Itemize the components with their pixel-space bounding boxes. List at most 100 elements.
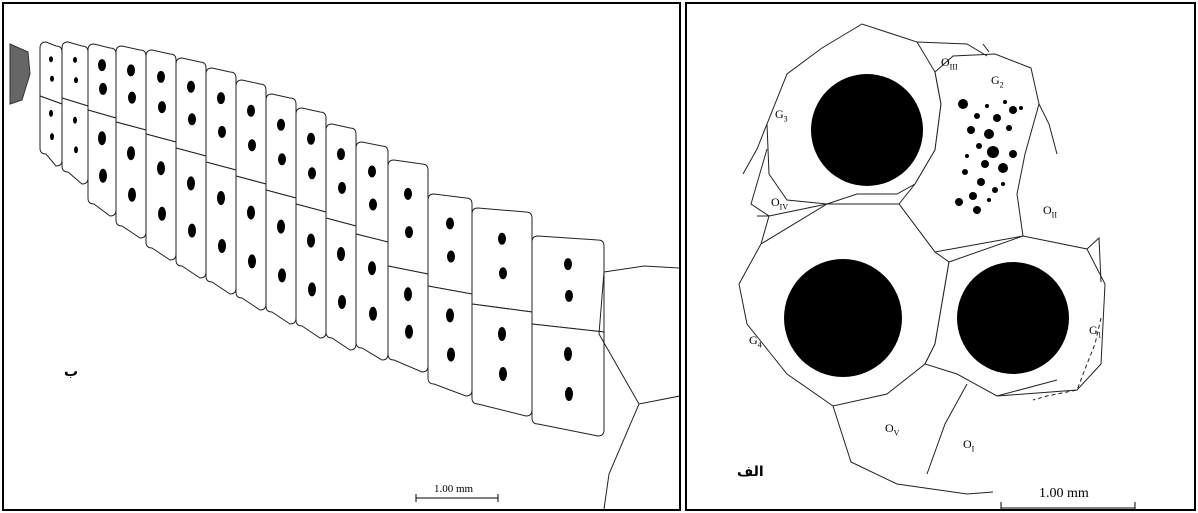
spot [49, 56, 53, 62]
panel-b: ب 1.00 mm [2, 2, 681, 511]
label-g2: G2 [991, 74, 1004, 89]
spot [498, 233, 506, 245]
spot [49, 110, 53, 117]
spot [50, 133, 54, 140]
cell-wall [532, 236, 604, 332]
label-g1: G1 [1089, 324, 1102, 339]
label-g3: G3 [775, 108, 788, 123]
granule [955, 198, 963, 206]
granule [962, 169, 968, 175]
panel-a: OIII G2 G3 OIV OII G1 G4 OV OI الف 1.00 … [685, 2, 1196, 511]
granule [974, 113, 980, 119]
spot [564, 258, 572, 270]
spot [405, 226, 413, 238]
spot [247, 206, 255, 220]
scale-bar [416, 494, 498, 502]
spot [157, 161, 165, 175]
spot [74, 146, 78, 153]
spot [307, 234, 315, 248]
spot [337, 247, 345, 261]
granule [967, 126, 975, 134]
spot [277, 119, 285, 131]
cell-wall [116, 122, 146, 238]
cell-wall [236, 80, 266, 184]
granule [1001, 182, 1005, 186]
spot [217, 92, 225, 104]
spot [278, 268, 286, 282]
scale-bar-label: 1.00 mm [434, 483, 473, 495]
spot [218, 239, 226, 253]
nucleus-g3 [811, 74, 923, 186]
label-oiii: OIII [941, 56, 958, 71]
granule [1006, 125, 1012, 131]
spot [499, 367, 507, 381]
spot [368, 165, 376, 177]
spot [98, 59, 106, 71]
cell-wall [116, 46, 146, 130]
spot [338, 295, 346, 309]
cell-wall [604, 266, 680, 272]
label-oi: OI [963, 438, 974, 453]
cell-wall [927, 384, 967, 474]
cell-wall [388, 160, 428, 274]
granule [981, 160, 989, 168]
granule [965, 154, 969, 158]
granule [987, 146, 999, 158]
scale-bar-label: 1.00 mm [1039, 486, 1089, 502]
spot [499, 267, 507, 279]
spot [73, 57, 77, 63]
cell-wall [356, 234, 388, 360]
spot [248, 139, 256, 151]
cell-wall [88, 110, 116, 216]
cell-wall [266, 190, 296, 324]
spot [50, 76, 54, 82]
cell-wall [356, 142, 388, 242]
granule [1009, 106, 1017, 114]
cell-wall [40, 96, 62, 166]
spot [74, 77, 78, 83]
cell-wall [146, 50, 176, 142]
cell-wall [604, 404, 639, 509]
granule [985, 104, 989, 108]
nucleus-g4 [784, 259, 902, 377]
cell-wall [983, 44, 989, 52]
spot [187, 81, 195, 93]
label-ov: OV [885, 422, 899, 437]
spot [247, 105, 255, 117]
spot [564, 347, 572, 361]
spot [158, 207, 166, 221]
granule [993, 114, 1001, 122]
cell-wall [296, 108, 326, 212]
cell-wall [428, 194, 472, 294]
granule [998, 163, 1008, 173]
label-oii: OII [1043, 204, 1057, 219]
cell-wall [472, 304, 532, 416]
granule [992, 187, 998, 193]
cell-wall [296, 204, 326, 338]
spot [565, 290, 573, 302]
panel-letter: الف [737, 464, 764, 480]
spot [98, 131, 106, 145]
cell-wall [176, 58, 206, 156]
tip-fragment [10, 44, 30, 104]
spot [405, 325, 413, 339]
spot [188, 113, 196, 125]
cell-wall [146, 134, 176, 260]
cell-wall [532, 324, 604, 436]
nucleus-g1 [957, 262, 1069, 374]
spot [99, 169, 107, 183]
spot [308, 167, 316, 179]
scale-bar [1001, 502, 1135, 510]
spot [188, 224, 196, 238]
spot [127, 146, 135, 160]
granule [1019, 106, 1023, 110]
spot [404, 188, 412, 200]
cell-wall [40, 42, 62, 104]
cell-wall [917, 42, 987, 56]
spot [99, 83, 107, 95]
spot [446, 217, 454, 229]
spot [277, 220, 285, 234]
spot [338, 182, 346, 194]
spot [73, 117, 77, 124]
spot [369, 307, 377, 321]
